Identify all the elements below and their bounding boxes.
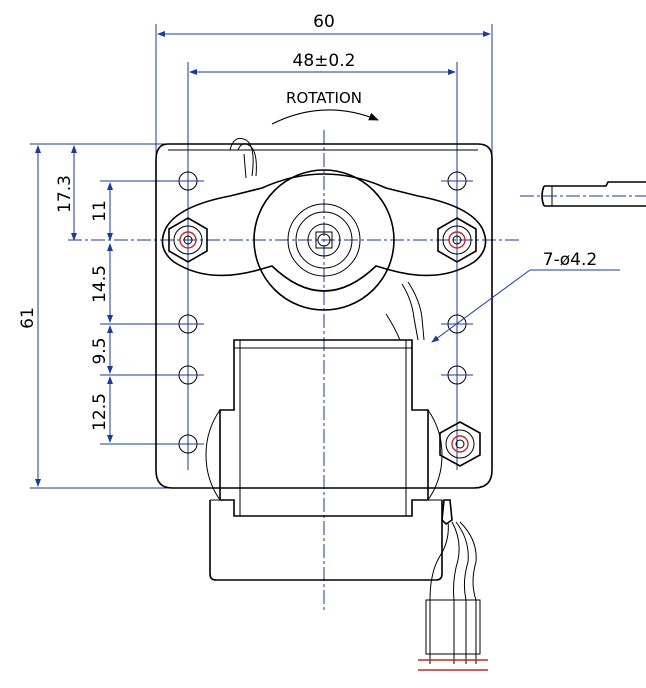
dimension-17-3: 17.3	[55, 145, 77, 241]
coil-wires-top	[229, 137, 257, 179]
dimension-label-60: 60	[313, 12, 335, 32]
bolt-hole-highlight	[448, 231, 466, 249]
coil-housing	[205, 339, 443, 517]
nut-left	[168, 217, 208, 263]
lead-wires	[418, 499, 488, 671]
shaft-icon	[315, 231, 333, 249]
rotation-arrow-icon	[271, 109, 379, 125]
shaft-side-view	[520, 181, 646, 207]
dimension-12-5: 12.5	[90, 376, 188, 445]
mounting-plate	[155, 143, 493, 489]
dimension-overall-height: 61	[18, 143, 196, 489]
dimension-label-11: 11	[90, 200, 110, 222]
bearing-housing	[287, 203, 361, 277]
bolt-hole-highlight	[451, 435, 469, 453]
terminal-box	[209, 499, 443, 581]
coil-wires-right	[385, 281, 425, 341]
wire-grommet	[441, 499, 453, 526]
dimension-label-9-5: 9.5	[90, 337, 110, 364]
dimension-hole-spacing: 48±0.2	[187, 51, 458, 470]
rotation-indicator: ROTATION	[271, 89, 379, 125]
mounting-holes-right	[441, 171, 473, 385]
dimension-label-12-5: 12.5	[90, 393, 110, 431]
nut-right	[437, 217, 477, 263]
wire-sleeve	[425, 599, 481, 655]
bearing-ring	[295, 211, 353, 269]
shaft-boss	[307, 223, 341, 257]
bolt-hole-highlight	[179, 231, 197, 249]
mounting-holes-left	[172, 171, 204, 454]
dimension-label-17-3: 17.3	[55, 175, 75, 213]
rotor-outer	[253, 169, 395, 311]
dimension-overall-width: 60	[155, 12, 493, 170]
dimension-11: 11	[90, 180, 188, 241]
holes-callout: 7-ø4.2	[431, 250, 620, 343]
holes-callout-label: 7-ø4.2	[543, 250, 597, 270]
bearing-bracket	[161, 173, 487, 292]
dimension-label-61: 61	[18, 307, 38, 329]
rotation-label: ROTATION	[286, 89, 362, 107]
nut-bottom-right	[439, 421, 481, 467]
dimension-label-14-5: 14.5	[90, 265, 110, 303]
dimension-14-5: 14.5	[90, 243, 188, 325]
dimension-label-48: 48±0.2	[293, 51, 356, 71]
dimension-9-5: 9.5	[90, 325, 188, 376]
rotor-assembly	[253, 169, 395, 311]
